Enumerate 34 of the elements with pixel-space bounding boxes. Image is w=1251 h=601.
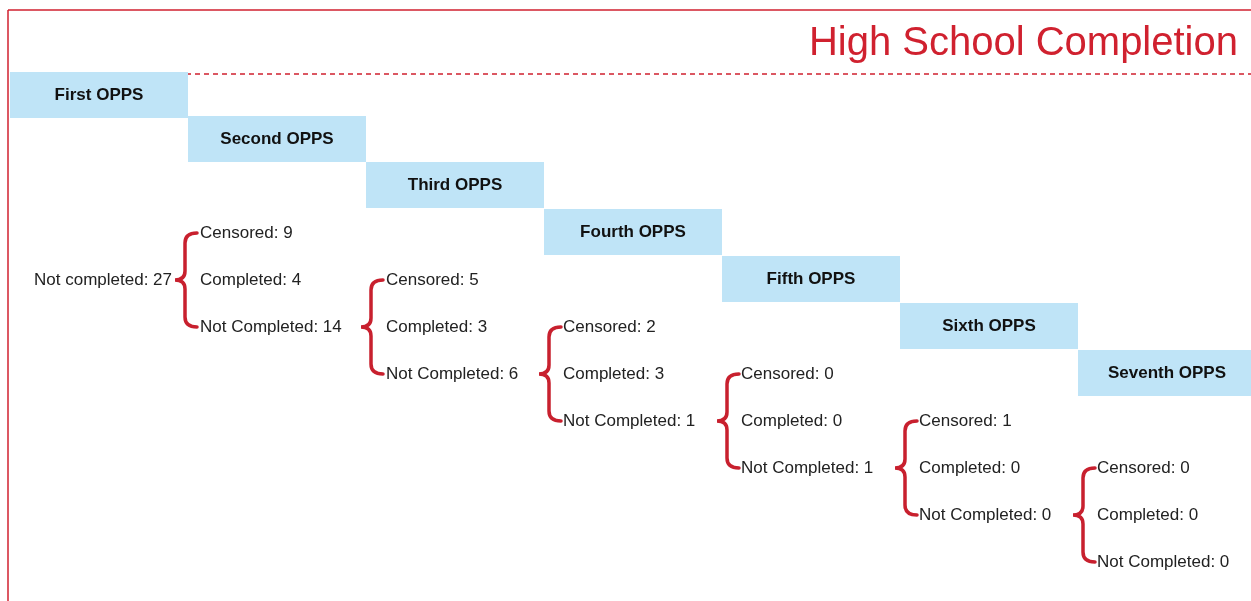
stage-label: Second OPPS	[220, 129, 334, 149]
outcome-label: Censored: 5	[386, 269, 479, 291]
outcome-label: Completed: 0	[1097, 504, 1199, 526]
outcome-label: Censored: 1	[919, 410, 1012, 432]
stage-label: Seventh OPPS	[1107, 363, 1227, 383]
outcome-label: Not Completed: 1	[741, 457, 874, 479]
stage-label: First OPPS	[54, 85, 144, 105]
outcome-label: Completed: 3	[386, 316, 488, 338]
outcome-label: Censored: 0	[741, 363, 834, 385]
stage-box	[1078, 350, 1251, 396]
stage-box	[544, 209, 722, 255]
outcome-label: Completed: 0	[919, 457, 1021, 479]
stage-label: Fifth OPPS	[766, 269, 856, 289]
stage-box	[900, 303, 1078, 349]
stage-box	[722, 256, 900, 302]
stage-label: Sixth OPPS	[942, 316, 1036, 336]
outcome-label: Censored: 9	[200, 222, 293, 244]
outcome-label: Not Completed: 0	[919, 504, 1052, 526]
outcome-label: Not completed: 27	[34, 269, 172, 291]
outcome-label: Censored: 2	[563, 316, 656, 338]
outcome-label: Not Completed: 1	[563, 410, 696, 432]
outcome-label: Not Completed: 14	[200, 316, 342, 338]
stage-label: Fourth OPPS	[580, 222, 686, 242]
outcome-label: Censored: 0	[1097, 457, 1190, 479]
title: High School Completion	[808, 18, 1238, 65]
outcome-label: Not Completed: 6	[386, 363, 519, 385]
outcome-label: Completed: 0	[741, 410, 843, 432]
outcome-label: Completed: 3	[563, 363, 665, 385]
outcome-label: Completed: 4	[200, 269, 302, 291]
stage-box	[10, 72, 188, 118]
outcome-label: Not Completed: 0	[1097, 551, 1230, 573]
stage-label: Third OPPS	[407, 175, 503, 195]
stage-box	[366, 162, 544, 208]
stage-box	[188, 116, 366, 162]
